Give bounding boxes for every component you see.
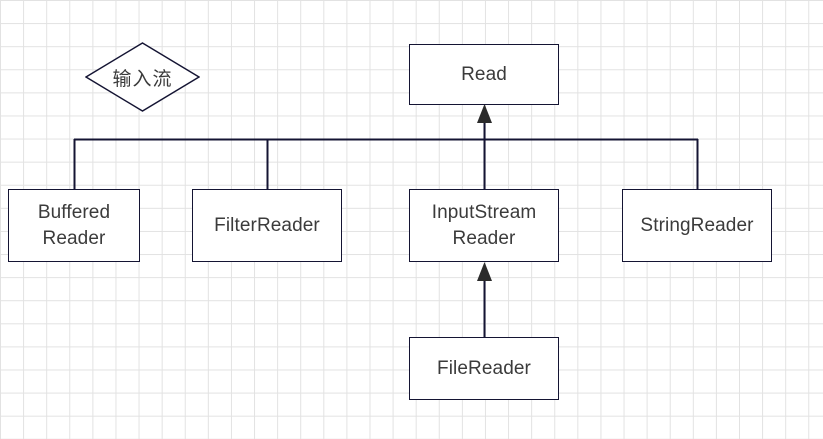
diamond-outline-icon xyxy=(85,42,200,112)
node-read-label: Read xyxy=(461,63,507,85)
node-file-reader[interactable]: FileReader xyxy=(409,337,559,400)
node-filter-reader[interactable]: FilterReader xyxy=(192,189,342,262)
node-buffered-reader-label: Buffered Reader xyxy=(37,202,111,249)
node-string-reader-label: StringReader xyxy=(640,214,754,236)
arrowhead-into-read xyxy=(477,104,492,123)
node-file-reader-label: FileReader xyxy=(437,357,531,379)
node-filter-reader-label: FilterReader xyxy=(214,214,320,236)
input-stream-diamond[interactable]: 输入流 xyxy=(85,42,200,112)
node-string-reader[interactable]: StringReader xyxy=(622,189,772,262)
arrowhead-into-inputstream-reader xyxy=(477,262,492,281)
node-inputstream-reader-label: InputStream Reader xyxy=(431,202,537,249)
node-read[interactable]: Read xyxy=(409,44,559,105)
node-buffered-reader[interactable]: Buffered Reader xyxy=(8,189,140,262)
input-stream-diamond-label: 输入流 xyxy=(112,68,173,90)
node-inputstream-reader[interactable]: InputStream Reader xyxy=(409,189,559,262)
